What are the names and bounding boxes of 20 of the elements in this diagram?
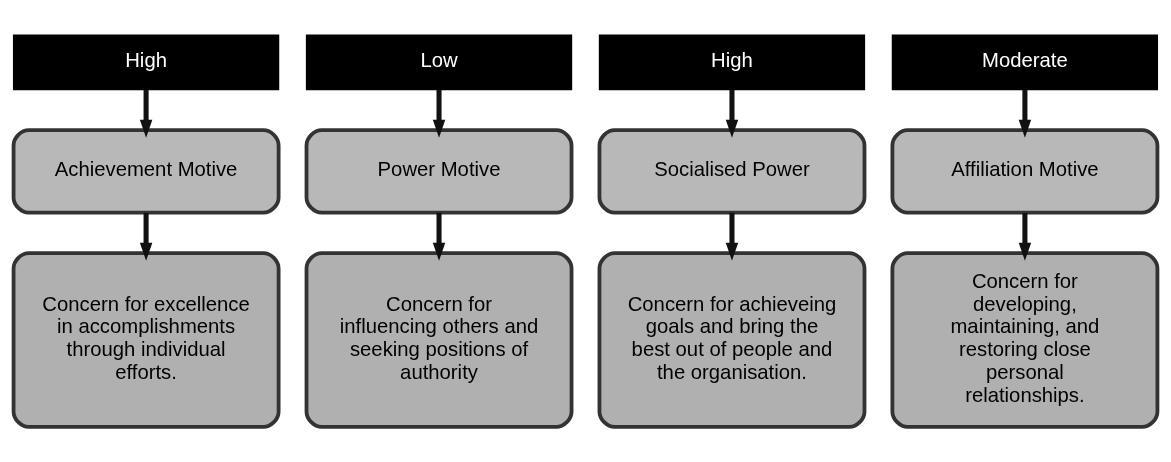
node-box: Concern for developing, maintaining, and restoring close personal relationships. (890, 251, 1160, 429)
node-box: Low (305, 34, 573, 91)
arrow (432, 212, 446, 261)
arrow (432, 89, 446, 138)
node-box: High (12, 34, 280, 91)
arrow (725, 89, 739, 138)
arrow (139, 212, 153, 261)
node-box: Power Motive (304, 128, 574, 215)
node-box: Concern for excellence in accomplishments through individual efforts. (11, 251, 281, 429)
node-box: Socialised Power (597, 128, 867, 215)
arrow (1018, 89, 1032, 138)
node-box: High (598, 34, 866, 91)
node-box: Achievement Motive (11, 128, 281, 215)
node-box: Concern for influencing others and seeking positions of authority (304, 251, 574, 429)
node-box: Affiliation Motive (890, 128, 1160, 215)
arrow (725, 212, 739, 261)
arrow (1018, 212, 1032, 261)
node-box: Moderate (891, 34, 1159, 91)
arrow (139, 89, 153, 138)
node-box: Concern for achieveing goals and bring the best out of people and the organisation. (597, 251, 867, 429)
